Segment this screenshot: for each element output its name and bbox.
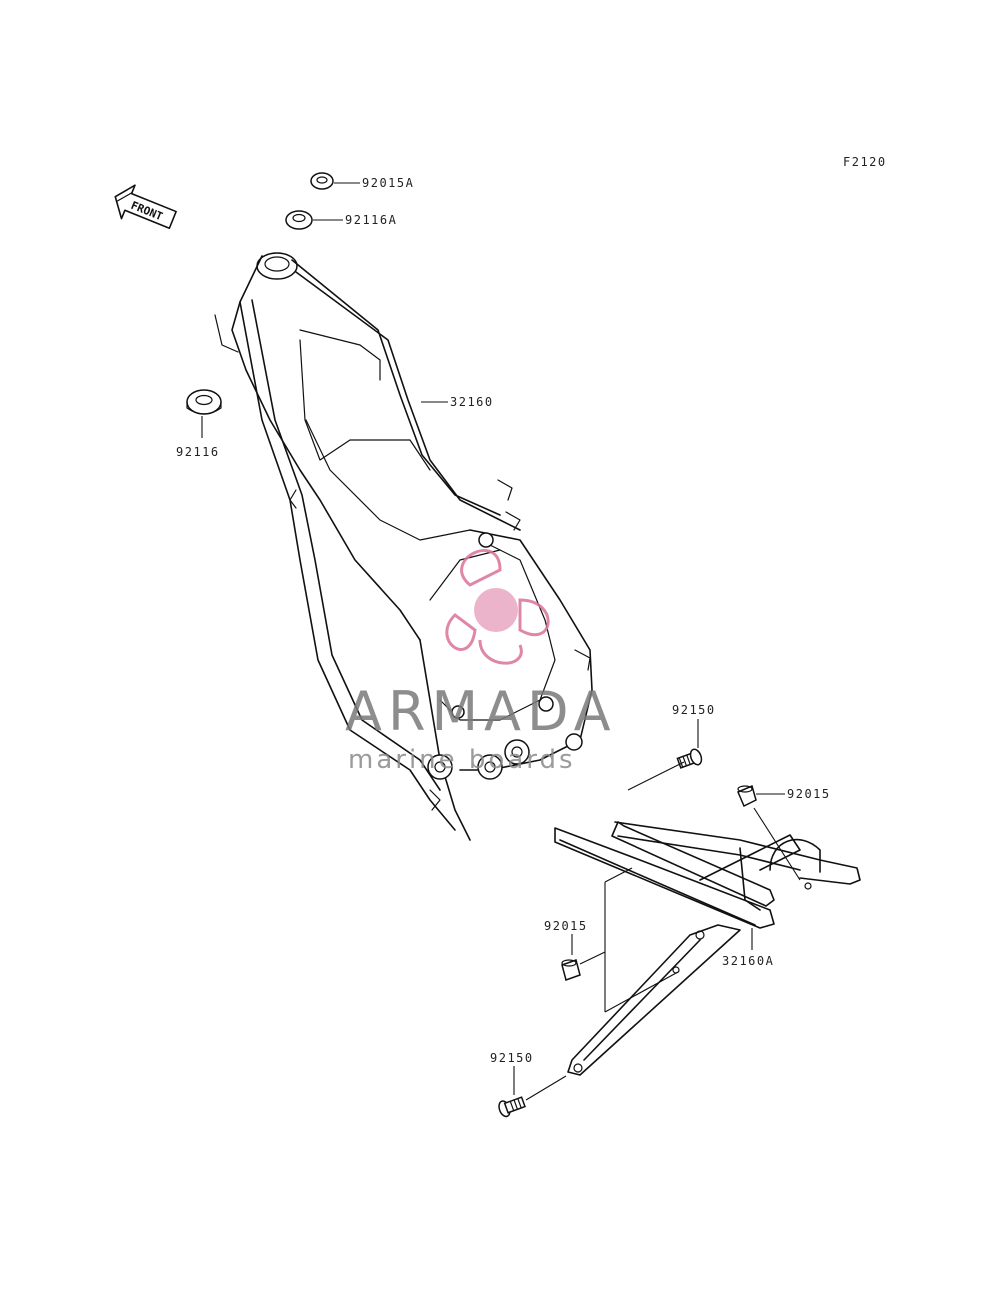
- label-92150-bottom: 92150: [490, 1051, 534, 1065]
- seal-92116A-icon: [285, 210, 313, 230]
- label-32160: 32160: [450, 395, 494, 409]
- label-92150-top: 92150: [672, 703, 716, 717]
- watermark-logo-icon: [445, 549, 550, 665]
- main-frame-32160: [214, 252, 593, 841]
- watermark-brand: ARMADA: [345, 680, 617, 743]
- label-32160A: 32160A: [722, 954, 774, 968]
- diagram-code: F2120: [843, 155, 887, 169]
- bolt-92150-top-icon: [676, 748, 703, 769]
- label-92116: 92116: [176, 445, 220, 459]
- subframe-32160A: [554, 821, 861, 1076]
- label-92015A: 92015A: [362, 176, 414, 190]
- front-arrow-icon: FRONT: [114, 184, 177, 230]
- label-92116A: 92116A: [345, 213, 397, 227]
- watermark-tagline: marine boards: [348, 745, 576, 775]
- collar-92015-left-icon: [561, 959, 581, 981]
- seal-92116-icon: [186, 389, 222, 415]
- bolt-92150-bottom-icon: [498, 1096, 526, 1118]
- label-92015-right: 92015: [787, 787, 831, 801]
- label-92015-left: 92015: [544, 919, 588, 933]
- nut-92015A-icon: [310, 172, 334, 190]
- collar-92015-right-icon: [737, 784, 757, 808]
